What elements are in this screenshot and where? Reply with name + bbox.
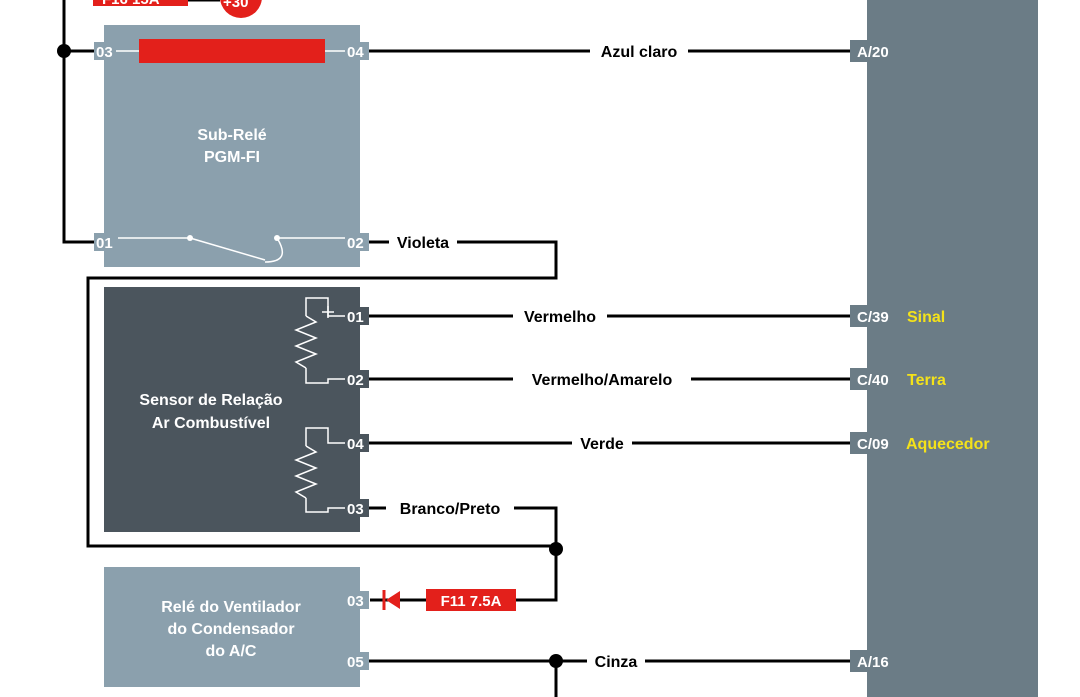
fan-relay-pin-05: 05 <box>347 654 364 671</box>
sub-relay-title-1: Sub-Relé <box>197 127 266 144</box>
signal-label-aquecedor: Aquecedor <box>906 436 990 453</box>
supply-terminal: +30 <box>220 0 262 18</box>
sensor-title-1: Sensor de Relação <box>139 392 282 409</box>
ecu-pin-c09: C/09 <box>857 436 889 453</box>
ecu-pin-a20: A/20 <box>857 44 889 61</box>
wire-label-cinza: Cinza <box>595 654 638 671</box>
wire-label-violeta: Violeta <box>397 235 449 252</box>
relay-coil <box>139 39 325 63</box>
junction-dot-feed <box>57 44 71 58</box>
ecu-pins: A/20 C/39 C/40 C/09 A/16 <box>850 40 902 672</box>
sensor-pin-04: 04 <box>347 436 364 453</box>
fuse-f11: F11 7.5A <box>426 589 516 611</box>
fan-relay-pin-03: 03 <box>347 593 364 610</box>
wire-violeta <box>86 240 558 548</box>
wire-label-branco-preto: Branco/Preto <box>400 501 501 518</box>
fan-relay: Relé do Ventilador do Condensador do A/C… <box>104 567 369 687</box>
sensor-pin-01: 01 <box>347 309 364 326</box>
wire-branco-preto <box>360 506 558 602</box>
fan-relay-title-1: Relé do Ventilador <box>161 599 301 616</box>
top-fuse: F16 15A <box>93 0 188 8</box>
sub-relay-title-2: PGM-FI <box>204 149 260 166</box>
sensor-title-2: Ar Combustível <box>152 415 270 432</box>
ecu-pin-c39: C/39 <box>857 309 889 326</box>
junction-dot-mid <box>549 542 563 556</box>
ecu-block <box>867 0 1038 697</box>
supply-label: +30 <box>223 0 248 11</box>
sub-relay-pin-01: 01 <box>96 235 113 252</box>
wire-label-vermelho: Vermelho <box>524 309 596 326</box>
sub-relay: Sub-Relé PGM-FI 03 04 01 02 <box>94 25 369 267</box>
fan-relay-title-3: do A/C <box>206 643 257 660</box>
sub-relay-pin-02: 02 <box>347 235 364 252</box>
air-fuel-sensor: Sensor de Relação Ar Combustível 01 02 0… <box>104 287 369 532</box>
fuse-f11-label: F11 7.5A <box>441 593 502 610</box>
diode-icon <box>382 590 400 610</box>
sub-relay-pin-03: 03 <box>96 44 113 61</box>
signal-label-sinal: Sinal <box>907 309 945 326</box>
junction-dot-bottom <box>549 654 563 668</box>
signal-label-terra: Terra <box>907 372 946 389</box>
ecu-pin-c40: C/40 <box>857 372 889 389</box>
wire-label-azul-claro: Azul claro <box>601 44 678 61</box>
sub-relay-pin-04: 04 <box>347 44 364 61</box>
top-fuse-label: F16 15A <box>102 0 160 8</box>
feed-wire <box>62 0 104 244</box>
sensor-pin-02: 02 <box>347 372 364 389</box>
sensor-pin-03: 03 <box>347 501 364 518</box>
wire-label-verde: Verde <box>580 436 624 453</box>
wire-label-vermelho-amarelo: Vermelho/Amarelo <box>532 372 673 389</box>
fan-relay-title-2: do Condensador <box>167 621 294 638</box>
ecu-pin-a16: A/16 <box>857 654 889 671</box>
